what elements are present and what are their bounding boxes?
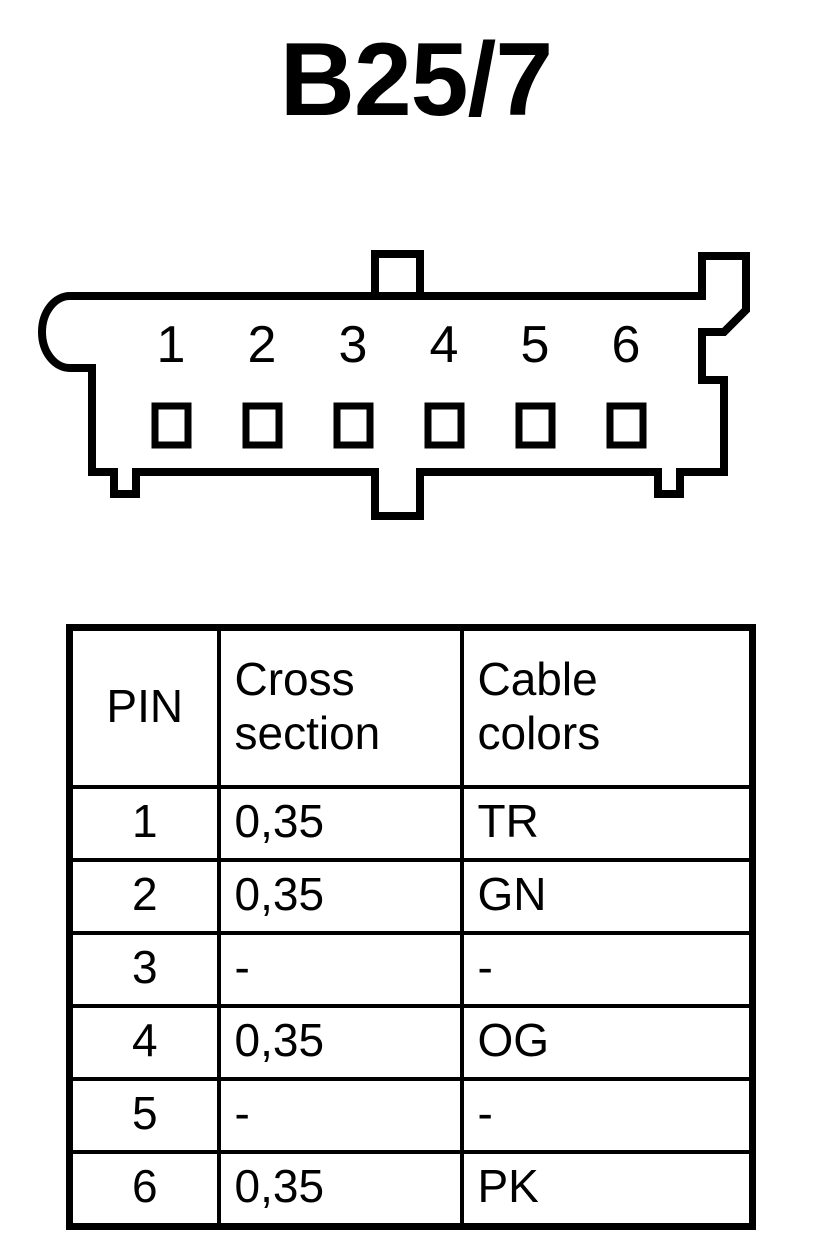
- pin-number-6: 6: [612, 316, 641, 374]
- cell-cable-color: OG: [459, 1004, 755, 1081]
- pin-cavity-3: [333, 402, 374, 449]
- cell-cross-section: 0,35: [216, 1004, 464, 1081]
- table-row: 2 0,35 GN: [67, 858, 755, 935]
- header-pin: PIN: [67, 625, 221, 789]
- cell-pin: 3: [67, 931, 221, 1008]
- pin-assignment-table: PIN Cross section Cable colors 1 0,35 TR…: [66, 624, 756, 1230]
- cell-pin: 4: [67, 1004, 221, 1081]
- table-row: 3 - -: [67, 931, 755, 1008]
- cell-pin: 2: [67, 858, 221, 935]
- cell-pin: 5: [67, 1077, 221, 1154]
- cell-cable-color: PK: [459, 1150, 755, 1229]
- pin-cavity-4: [424, 402, 465, 449]
- header-cable-colors: Cable colors: [459, 625, 755, 789]
- header-cross-section: Cross section: [216, 625, 464, 789]
- cell-pin: 1: [67, 785, 221, 862]
- pin-table-container: PIN Cross section Cable colors 1 0,35 TR…: [66, 624, 756, 1230]
- cell-cross-section: -: [216, 1077, 464, 1154]
- pin-cavity-6: [606, 402, 647, 449]
- connector-housing-outline: [38, 252, 750, 520]
- cell-cable-color: TR: [459, 785, 755, 862]
- page-title: B25/7: [279, 22, 554, 138]
- pin-number-3: 3: [339, 316, 368, 374]
- pin-number-4: 4: [430, 316, 459, 374]
- cell-cable-color: GN: [459, 858, 755, 935]
- pin-cavity-2: [242, 402, 283, 449]
- pin-number-2: 2: [248, 316, 277, 374]
- pin-cavity-1: [151, 402, 192, 449]
- cell-pin: 6: [67, 1150, 221, 1229]
- pin-number-5: 5: [521, 316, 550, 374]
- cell-cable-color: -: [459, 931, 755, 1008]
- cell-cross-section: 0,35: [216, 1150, 464, 1229]
- table-header-row: PIN Cross section Cable colors: [67, 625, 755, 789]
- table-row: 6 0,35 PK: [67, 1150, 755, 1229]
- cell-cross-section: 0,35: [216, 785, 464, 862]
- connector-diagram: 1 2 3 4 5 6: [30, 240, 790, 530]
- table-row: 1 0,35 TR: [67, 785, 755, 862]
- pin-number-1: 1: [157, 316, 186, 374]
- table-row: 5 - -: [67, 1077, 755, 1154]
- table-row: 4 0,35 OG: [67, 1004, 755, 1081]
- cell-cross-section: -: [216, 931, 464, 1008]
- pin-cavity-5: [515, 402, 556, 449]
- top-latch-tab: [371, 250, 424, 296]
- cell-cable-color: -: [459, 1077, 755, 1154]
- cell-cross-section: 0,35: [216, 858, 464, 935]
